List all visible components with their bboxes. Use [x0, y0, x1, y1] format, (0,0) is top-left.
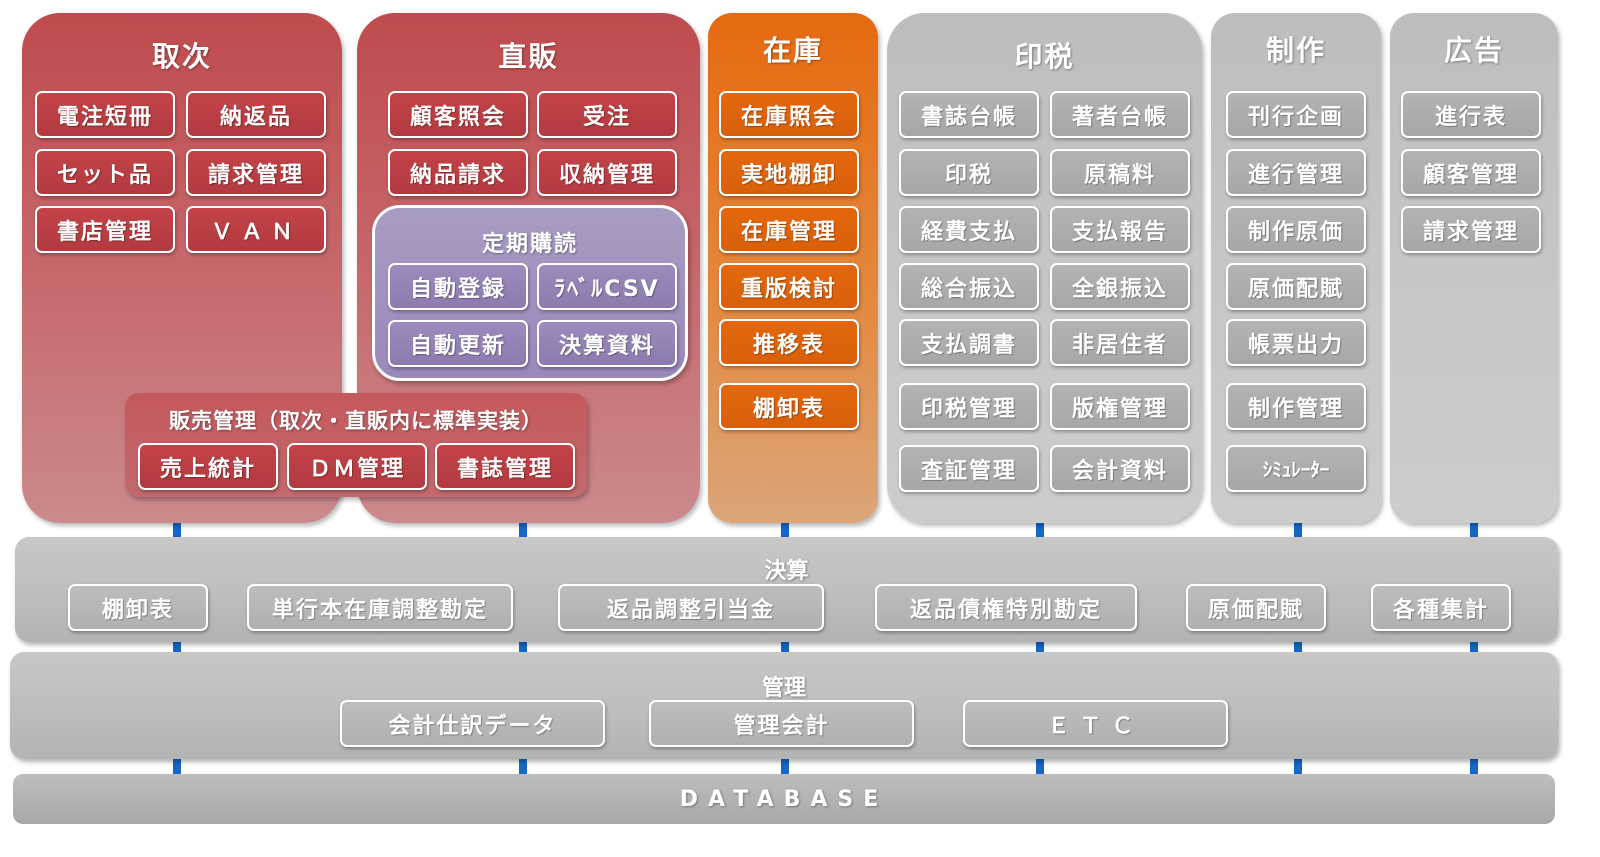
function-button[interactable]: 在庫照会: [719, 91, 859, 138]
function-button[interactable]: 全銀振込: [1050, 263, 1190, 310]
database-label: DATABASE: [679, 786, 889, 812]
connector-zaiko: [781, 520, 789, 775]
function-button[interactable]: 棚卸表: [68, 584, 208, 631]
function-button[interactable]: 原価配賦: [1226, 263, 1366, 310]
function-button[interactable]: 会計仕訳データ: [340, 700, 605, 747]
function-button[interactable]: 顧客管理: [1401, 149, 1541, 196]
function-button[interactable]: 総合振込: [899, 263, 1039, 310]
function-button[interactable]: 自動更新: [388, 320, 528, 367]
database-bar: DATABASE: [13, 774, 1555, 824]
function-button[interactable]: 請求管理: [186, 149, 326, 196]
function-button[interactable]: 原価配賦: [1186, 584, 1326, 631]
function-button[interactable]: 各種集計: [1371, 584, 1511, 631]
function-button[interactable]: 印税管理: [899, 383, 1039, 430]
function-button[interactable]: 推移表: [719, 319, 859, 366]
module-title: 広告: [1443, 34, 1504, 67]
function-button[interactable]: 受注: [537, 91, 677, 138]
function-button[interactable]: ｼﾐｭﾚｰﾀｰ: [1226, 445, 1366, 492]
function-button[interactable]: 納返品: [186, 91, 326, 138]
function-button[interactable]: 重版検討: [719, 263, 859, 310]
function-button[interactable]: 返品債権特別勘定: [875, 584, 1137, 631]
module-kokoku: 広告 進行表 顧客管理 請求管理: [1390, 13, 1558, 523]
function-button[interactable]: 会計資料: [1050, 445, 1190, 492]
module-title: 在庫: [762, 34, 823, 67]
function-button[interactable]: 制作管理: [1226, 383, 1366, 430]
function-button[interactable]: 単行本在庫調整勘定: [247, 584, 513, 631]
function-button[interactable]: 帳票出力: [1226, 319, 1366, 366]
function-button[interactable]: 書誌台帳: [899, 91, 1039, 138]
function-button[interactable]: 著者台帳: [1050, 91, 1190, 138]
module-sales: 販売管理（取次・直販内に標準実装） 売上統計 ＤＭ管理 書誌管理: [125, 393, 587, 497]
layer-title: 決算: [764, 559, 809, 584]
function-button[interactable]: 印税: [899, 149, 1039, 196]
function-button[interactable]: 書誌管理: [435, 443, 575, 490]
module-seisaku: 制作 刊行企画 進行管理 制作原価 原価配賦 帳票出力 制作管理 ｼﾐｭﾚｰﾀｰ: [1211, 13, 1381, 523]
function-button[interactable]: 制作原価: [1226, 206, 1366, 253]
function-button[interactable]: ＤＭ管理: [287, 443, 427, 490]
function-button[interactable]: セット品: [35, 149, 175, 196]
layer-title: 管理: [761, 676, 806, 701]
layer-kessan: 決算 棚卸表 単行本在庫調整勘定 返品調整引当金 返品債権特別勘定 原価配賦 各…: [15, 537, 1558, 642]
module-title: 直販: [498, 40, 559, 73]
function-button[interactable]: 支払報告: [1050, 206, 1190, 253]
function-button[interactable]: 納品請求: [388, 149, 528, 196]
function-button[interactable]: 査証管理: [899, 445, 1039, 492]
function-button[interactable]: 請求管理: [1401, 206, 1541, 253]
module-zaiko: 在庫 在庫照会 実地棚卸 在庫管理 重版検討 推移表 棚卸表: [708, 13, 878, 523]
function-button[interactable]: 進行表: [1401, 91, 1541, 138]
connector-torii: [173, 520, 181, 775]
function-button[interactable]: 進行管理: [1226, 149, 1366, 196]
module-inzei: 印税 書誌台帳 著者台帳 印税 原稿料 経費支払 支払報告 総合振込 全銀振込 …: [887, 13, 1202, 523]
function-button[interactable]: 書店管理: [35, 206, 175, 253]
connector-kokoku: [1470, 520, 1478, 775]
function-button[interactable]: 実地棚卸: [719, 149, 859, 196]
function-button[interactable]: 返品調整引当金: [558, 584, 824, 631]
function-button[interactable]: 棚卸表: [719, 383, 859, 430]
connector-chokuhan: [519, 520, 527, 775]
function-button[interactable]: 管理会計: [649, 700, 914, 747]
connector-inzei: [1036, 520, 1044, 775]
function-button[interactable]: ＶＡＮ: [186, 206, 326, 253]
module-title: 販売管理（取次・直販内に標準実装）: [169, 409, 543, 433]
function-button[interactable]: ﾗﾍﾞﾙCSV: [537, 263, 677, 310]
function-button[interactable]: 在庫管理: [719, 206, 859, 253]
module-torii: 取次 電注短冊 納返品 セット品 請求管理 書店管理 ＶＡＮ: [22, 13, 342, 523]
module-title: 印税: [1014, 40, 1075, 73]
function-button[interactable]: 売上統計: [138, 443, 278, 490]
function-button[interactable]: ＥＴＣ: [963, 700, 1228, 747]
function-button[interactable]: 非居住者: [1050, 319, 1190, 366]
function-button[interactable]: 顧客照会: [388, 91, 528, 138]
function-button[interactable]: 自動登録: [388, 263, 528, 310]
function-button[interactable]: 支払調書: [899, 319, 1039, 366]
connector-seisaku: [1294, 520, 1302, 775]
function-button[interactable]: 収納管理: [537, 149, 677, 196]
function-button[interactable]: 版権管理: [1050, 383, 1190, 430]
submodule-title: 定期購読: [481, 232, 578, 257]
function-button[interactable]: 決算資料: [537, 320, 677, 367]
function-button[interactable]: 刊行企画: [1226, 91, 1366, 138]
function-button[interactable]: 原稿料: [1050, 149, 1190, 196]
function-button[interactable]: 電注短冊: [35, 91, 175, 138]
layer-kanri: 管理 会計仕訳データ 管理会計 ＥＴＣ: [10, 652, 1558, 759]
submodule-subscription: 定期購読 自動登録 ﾗﾍﾞﾙCSV 自動更新 決算資料: [372, 205, 688, 381]
function-button[interactable]: 経費支払: [899, 206, 1039, 253]
module-title: 取次: [151, 40, 212, 73]
module-title: 制作: [1265, 34, 1326, 67]
